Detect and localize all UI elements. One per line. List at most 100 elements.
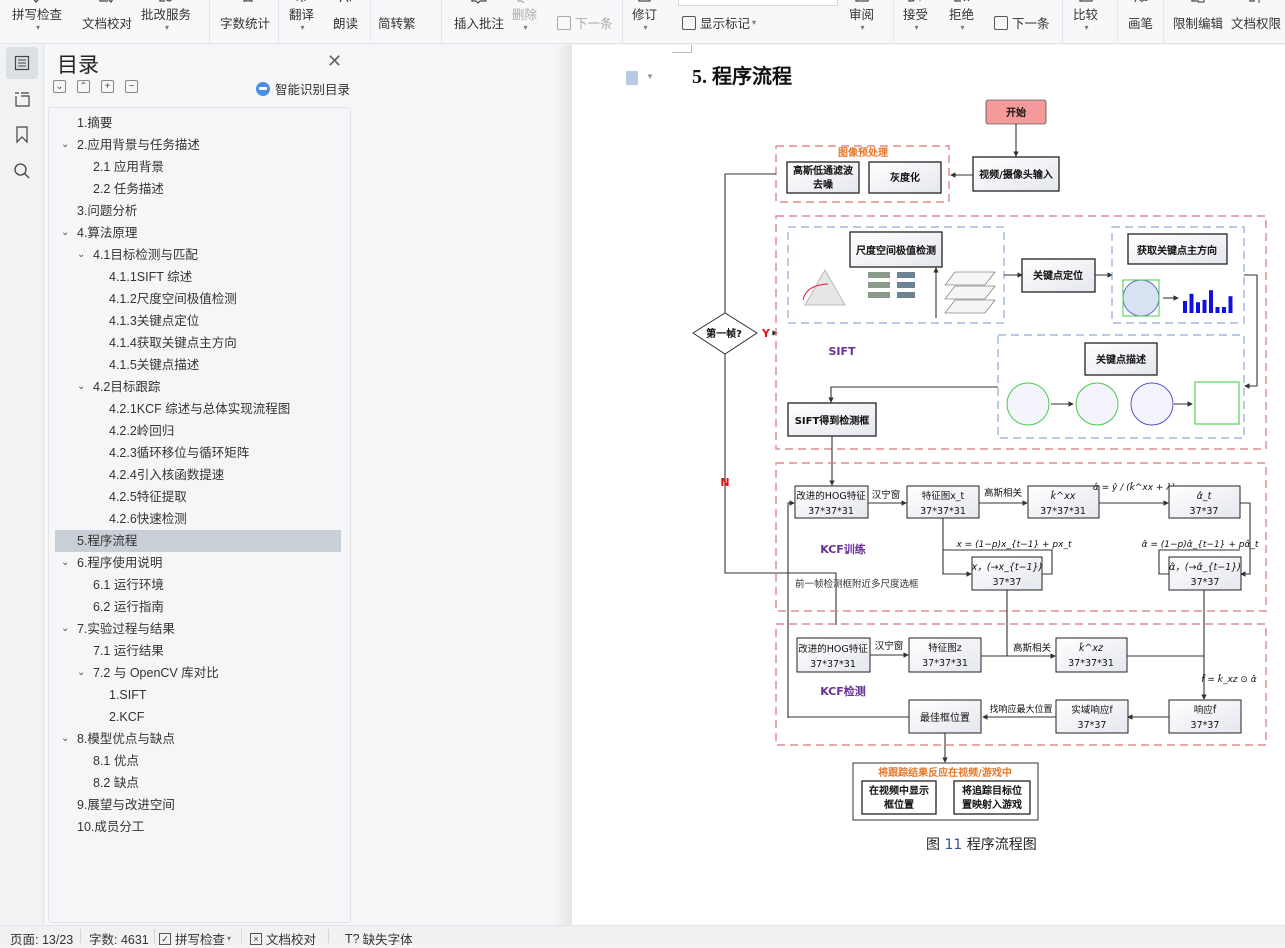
toc-item[interactable]: ⌄2.应用背景与任务描述 bbox=[55, 134, 341, 156]
next-comment-button[interactable]: 下一条 bbox=[557, 13, 613, 32]
doc-permission-button[interactable]: 文档权限 bbox=[1231, 0, 1281, 44]
chevron-down-icon[interactable]: ⌄ bbox=[61, 557, 70, 568]
collapse-all-button[interactable]: ⌃ bbox=[77, 80, 90, 93]
toc-item[interactable]: 3.问题分析 bbox=[55, 200, 341, 222]
simplified-traditional-button[interactable]: 简转繁 bbox=[378, 0, 416, 44]
chevron-down-icon[interactable]: ⌄ bbox=[77, 249, 86, 260]
toc-item[interactable]: 2.2 任务描述 bbox=[55, 178, 341, 200]
word-count-indicator[interactable]: 字数: 4631 bbox=[89, 933, 149, 947]
toc-panel-button[interactable] bbox=[6, 47, 38, 79]
spell-check-button[interactable]: 拼写检查 bbox=[12, 0, 62, 44]
chevron-down-icon[interactable]: ⌄ bbox=[61, 227, 70, 238]
restrict-editing-button[interactable]: 限制编辑 bbox=[1173, 0, 1223, 44]
toc-item[interactable]: 4.2.3循环移位与循环矩阵 bbox=[55, 442, 341, 464]
kcf-detect-group bbox=[775, 623, 1267, 746]
toc-item[interactable]: 8.1 优点 bbox=[55, 750, 341, 772]
document-page[interactable]: ▼ 5. 程序流程 开始视频/摄像头输入图像预处理高斯低通滤波去噪灰度化第一帧?… bbox=[572, 45, 1285, 925]
track-changes-button[interactable]: 修订 bbox=[632, 0, 657, 44]
correction-service-button[interactable]: 批改服务 bbox=[141, 0, 191, 44]
status-spell-check[interactable]: ✓拼写检查 bbox=[159, 929, 231, 948]
next-comment-icon bbox=[557, 15, 571, 30]
toc-item[interactable]: ⌄4.2目标跟踪 bbox=[55, 376, 341, 398]
chevron-down-icon[interactable]: ⌄ bbox=[77, 667, 86, 678]
toc-item[interactable]: 2.1 应用背景 bbox=[55, 156, 341, 178]
search-icon bbox=[14, 163, 30, 179]
markup-mode-select[interactable] bbox=[678, 0, 838, 6]
toc-item[interactable]: ⌄4.1目标检测与匹配 bbox=[55, 244, 341, 266]
toc-item[interactable]: 1.摘要 bbox=[55, 112, 341, 134]
toc-item[interactable]: 4.1.5关键点描述 bbox=[55, 354, 341, 376]
chevron-down-icon[interactable]: ▼ bbox=[646, 72, 654, 81]
paragraph-layout-icon[interactable] bbox=[626, 71, 638, 85]
next-change-button[interactable]: 下一条 bbox=[994, 13, 1050, 32]
toc-item[interactable]: 2.KCF bbox=[55, 706, 341, 728]
toc-item[interactable]: 5.程序流程 bbox=[55, 530, 341, 552]
insert-comment-button[interactable]: 插入批注 bbox=[454, 0, 504, 44]
toc-item[interactable]: 4.1.3关键点定位 bbox=[55, 310, 341, 332]
toc-item[interactable]: 4.1.1SIFT 综述 bbox=[55, 266, 341, 288]
accept-button[interactable]: 接受 bbox=[903, 0, 928, 44]
delete-comment-button[interactable]: 删除 bbox=[512, 0, 537, 44]
bookmark-panel-button[interactable] bbox=[6, 119, 38, 151]
toc-item[interactable]: 4.2.5特征提取 bbox=[55, 486, 341, 508]
toc-item-label: 3.问题分析 bbox=[77, 204, 138, 218]
toc-item[interactable]: 8.2 缺点 bbox=[55, 772, 341, 794]
toc-item[interactable]: 4.2.1KCF 综述与总体实现流程图 bbox=[55, 398, 341, 420]
translate-button[interactable]: 翻译 bbox=[289, 0, 314, 44]
page-indicator[interactable]: 页面: 13/23 bbox=[10, 933, 74, 947]
reject-button[interactable]: 拒绝 bbox=[949, 0, 974, 44]
review-pane-button[interactable]: 审阅 bbox=[849, 0, 874, 44]
alpha-t-node bbox=[1168, 485, 1241, 519]
doc-proofread-button[interactable]: 文档校对 bbox=[82, 0, 132, 44]
toc-item-label: 4.2.2岭回归 bbox=[109, 424, 175, 438]
search-panel-button[interactable] bbox=[6, 155, 38, 187]
promote-level-button[interactable]: + bbox=[101, 80, 114, 93]
toc-item[interactable]: 1.SIFT bbox=[55, 684, 341, 706]
toc-item[interactable]: 4.2.6快速检测 bbox=[55, 508, 341, 530]
close-icon[interactable]: ✕ bbox=[327, 51, 343, 71]
toc-item[interactable]: ⌄7.2 与 OpenCV 库对比 bbox=[55, 662, 341, 684]
compare-button[interactable]: 比较 bbox=[1073, 0, 1098, 44]
toc-item-label: 4.2.3循环移位与循环矩阵 bbox=[109, 446, 250, 460]
extrema-grid-thumbnail bbox=[944, 285, 996, 300]
x-update-formula: x = (1−p)x_{t−1} + px_t bbox=[956, 540, 1072, 550]
read-aloud-button[interactable]: 朗读 bbox=[333, 0, 358, 44]
status-missing-font[interactable]: T?缺失字体 bbox=[345, 931, 413, 948]
toc-item[interactable]: 10.成员分工 bbox=[55, 816, 341, 838]
sift-detection-box-label: SIFT得到检测框 bbox=[795, 414, 870, 427]
expand-all-button[interactable]: ⌄ bbox=[53, 80, 66, 93]
chevron-down-icon[interactable]: ⌄ bbox=[61, 733, 70, 744]
toc-item[interactable]: ⌄7.实验过程与结果 bbox=[55, 618, 341, 640]
pen-button[interactable]: 画笔 bbox=[1128, 0, 1153, 44]
toc-item[interactable]: 9.展望与改进空间 bbox=[55, 794, 341, 816]
chevron-down-icon[interactable]: ⌄ bbox=[61, 623, 70, 634]
toc-item[interactable]: 6.2 运行指南 bbox=[55, 596, 341, 618]
toc-item[interactable]: 6.1 运行环境 bbox=[55, 574, 341, 596]
toc-item[interactable]: 7.1 运行结果 bbox=[55, 640, 341, 662]
toc-item[interactable]: 4.1.2尺度空间极值检测 bbox=[55, 288, 341, 310]
toc-item[interactable]: ⌄ 8.模型优点与缺点 bbox=[55, 728, 341, 750]
toc-item[interactable]: 4.2.2岭回归 bbox=[55, 420, 341, 442]
section-panel-button[interactable] bbox=[6, 83, 38, 115]
toc-item[interactable]: 4.1.4获取关键点主方向 bbox=[55, 332, 341, 354]
status-doc-proof[interactable]: ×文档校对 bbox=[250, 929, 316, 948]
smart-toc-button[interactable]: 智能识别目录 bbox=[256, 79, 350, 98]
toc-item[interactable]: 4.2.4引入核函数提速 bbox=[55, 464, 341, 486]
chevron-down-icon[interactable]: ⌄ bbox=[77, 381, 86, 392]
kcf-train-label: KCF训练 bbox=[820, 542, 866, 556]
kcf-detect-label: KCF检测 bbox=[820, 684, 866, 698]
toc-item-label: 4.2.6快速检测 bbox=[109, 512, 187, 526]
show-markup-button[interactable]: 显示标记 bbox=[682, 13, 756, 32]
kxx-dim: 37*37*31 bbox=[1040, 506, 1086, 517]
chevron-down-icon[interactable]: ⌄ bbox=[61, 139, 70, 150]
toc-item[interactable]: ⌄6.程序使用说明 bbox=[55, 552, 341, 574]
no-label: N bbox=[720, 476, 729, 489]
toc-item[interactable]: ⌄ 4.算法原理 bbox=[55, 222, 341, 244]
demote-level-button[interactable]: − bbox=[125, 80, 138, 93]
toc-item-label: 1.摘要 bbox=[77, 116, 113, 130]
word-count-button[interactable]: 字数统计 bbox=[220, 0, 270, 44]
figure-caption: 图 11 程序流程图 bbox=[926, 837, 1037, 853]
toc-item-label: 8.模型优点与缺点 bbox=[77, 732, 175, 746]
toc-item-label: 4.算法原理 bbox=[77, 226, 138, 240]
toc-item-label: 2.KCF bbox=[109, 710, 145, 724]
